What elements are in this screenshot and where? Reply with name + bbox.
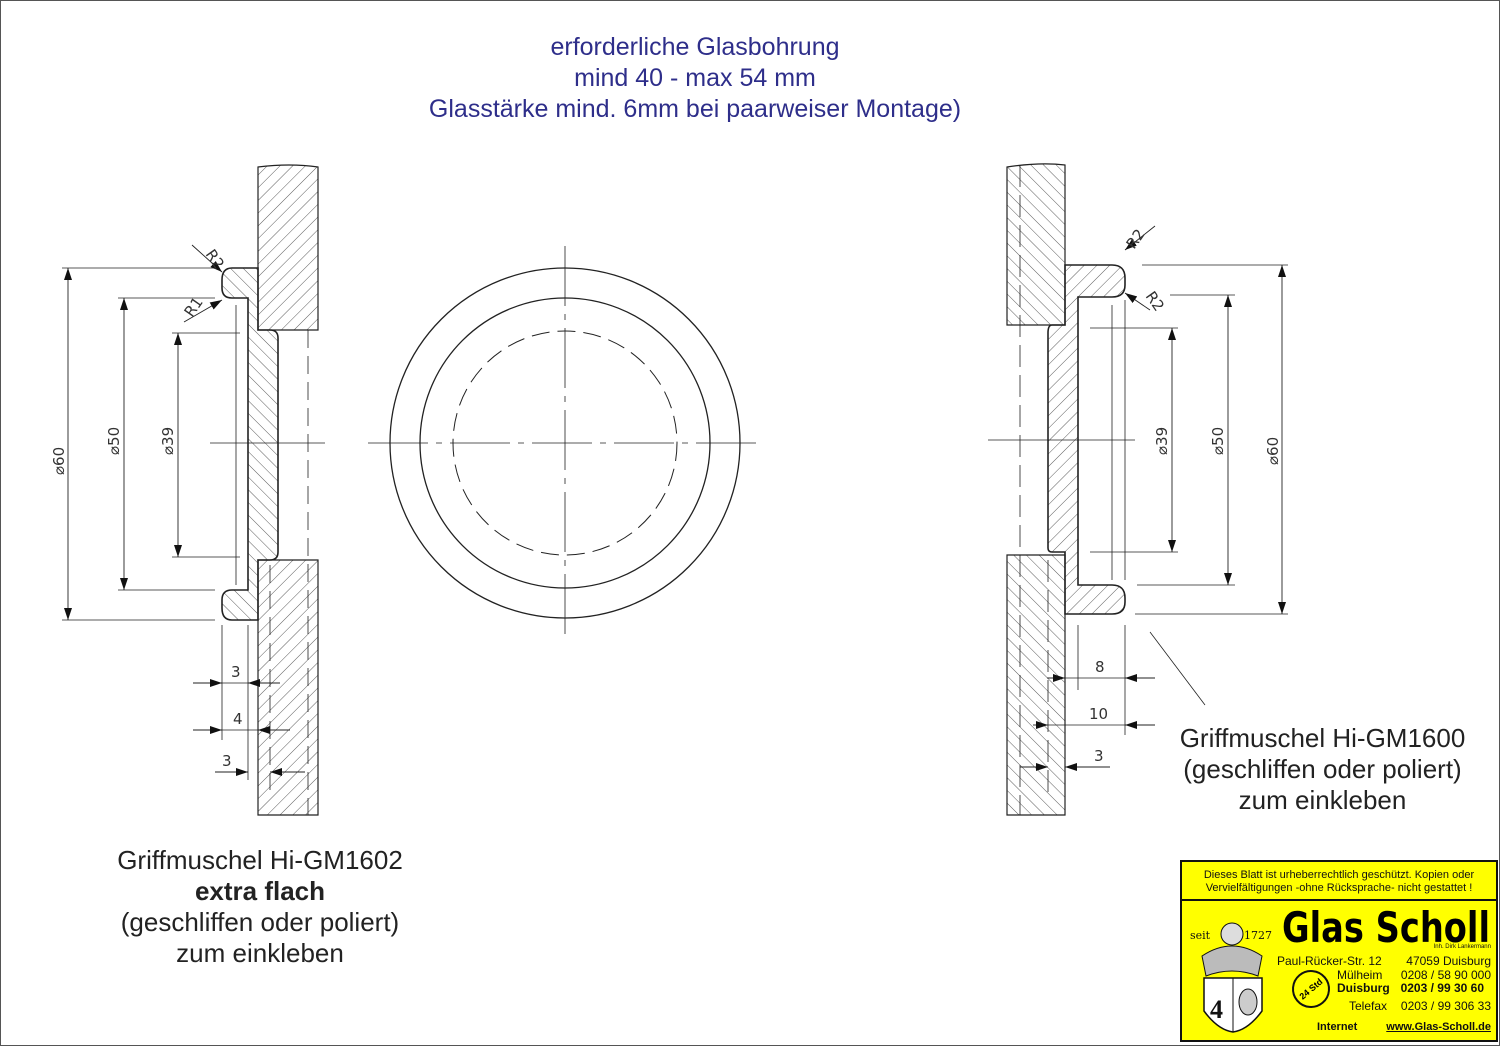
glass-upper — [1006, 163, 1066, 326]
depth-label: 10 — [1089, 705, 1108, 723]
coat-of-arms-logo: seit 1727 4 — [1190, 922, 1272, 1033]
header-title: erforderliche Glasbohrung mind 40 - max … — [300, 32, 1090, 125]
phone-number: 0203 / 99 30 60 — [1400, 981, 1484, 995]
glass-upper — [257, 164, 319, 331]
fax-number: 0203 / 99 306 33 — [1400, 999, 1491, 1013]
caption-line: Griffmuschel Hi-GM1602 — [117, 845, 403, 875]
diameter-label: ⌀39 — [1153, 427, 1171, 455]
radius-label: R2 — [1142, 288, 1168, 315]
glass-lower — [1006, 554, 1066, 816]
glass-lower — [257, 559, 319, 816]
diameter-label: ⌀39 — [159, 427, 177, 455]
caption-line-bold: extra flach — [194, 876, 326, 906]
owner: Inh. Dirk Lankermann — [1433, 944, 1491, 950]
caption-leader — [1149, 631, 1206, 706]
caption-line: (geschliffen oder poliert) — [120, 907, 400, 937]
phone-label: Duisburg — [1337, 981, 1390, 995]
year-text: 1727 — [1244, 929, 1272, 942]
internet-label: Internet — [1317, 1021, 1358, 1033]
right-dimension-labels: R2 R2 ⌀39 ⌀50 ⌀60 8 10 3 — [1089, 226, 1282, 765]
handle-cup-section — [221, 267, 279, 621]
depth-label: 8 — [1095, 658, 1105, 676]
diameter-label: ⌀60 — [50, 447, 68, 475]
copyright-note: Dieses Blatt ist urheberrechtlich geschü… — [1182, 862, 1496, 901]
depth-label: 3 — [222, 752, 232, 770]
website-link[interactable]: www.Glas-Scholl.de — [1386, 1021, 1491, 1033]
phone-label: Mülheim — [1337, 968, 1383, 982]
address-street: Paul-Rücker-Str. 12 — [1277, 954, 1382, 968]
right-section-view — [988, 163, 1288, 816]
depth-label: 3 — [231, 663, 241, 681]
depth-label: 4 — [233, 710, 243, 728]
diameter-label: ⌀50 — [105, 427, 123, 455]
caption-line: (geschliffen oder poliert) — [1183, 754, 1462, 784]
address-city: 47059 Duisburg — [1406, 954, 1491, 968]
logo-text: Glas Scholl — [1282, 903, 1490, 952]
left-caption: Griffmuschel Hi-GM1602 extra flach (gesc… — [60, 845, 460, 969]
diameter-label: ⌀50 — [1209, 427, 1227, 455]
depth-label: 3 — [1094, 747, 1104, 765]
caption-line: Griffmuschel Hi-GM1600 — [1179, 723, 1466, 753]
svg-text:4: 4 — [1210, 995, 1223, 1024]
left-section-view — [62, 164, 325, 816]
left-dimension-labels: R2 R1 ⌀60 ⌀50 ⌀39 3 4 3 — [50, 246, 243, 770]
seit-text: seit — [1190, 929, 1211, 942]
glas-scholl-logo: Glas Scholl — [1282, 903, 1490, 952]
handle-cup-section — [1047, 264, 1126, 615]
caption-line: zum einkleben — [176, 938, 344, 968]
right-caption: Griffmuschel Hi-GM1600 (geschliffen oder… — [1150, 723, 1495, 816]
caption-line: zum einkleben — [1238, 785, 1407, 815]
header-line: erforderliche Glasbohrung — [550, 33, 840, 61]
header-line: mind 40 - max 54 mm — [574, 64, 816, 92]
radius-label: R2 — [202, 246, 228, 273]
diameter-label: ⌀60 — [1264, 437, 1282, 465]
header-line: Glasstärke mind. 6mm bei paarweiser Mont… — [428, 95, 962, 123]
phone-number: 0208 / 58 90 000 — [1400, 968, 1491, 982]
title-block: Dieses Blatt ist urheberrechtlich geschü… — [1180, 860, 1498, 1042]
front-view — [368, 246, 762, 640]
fax-label: Telefax — [1349, 999, 1388, 1013]
24h-phone-badge: 24 Std — [1284, 962, 1338, 1016]
